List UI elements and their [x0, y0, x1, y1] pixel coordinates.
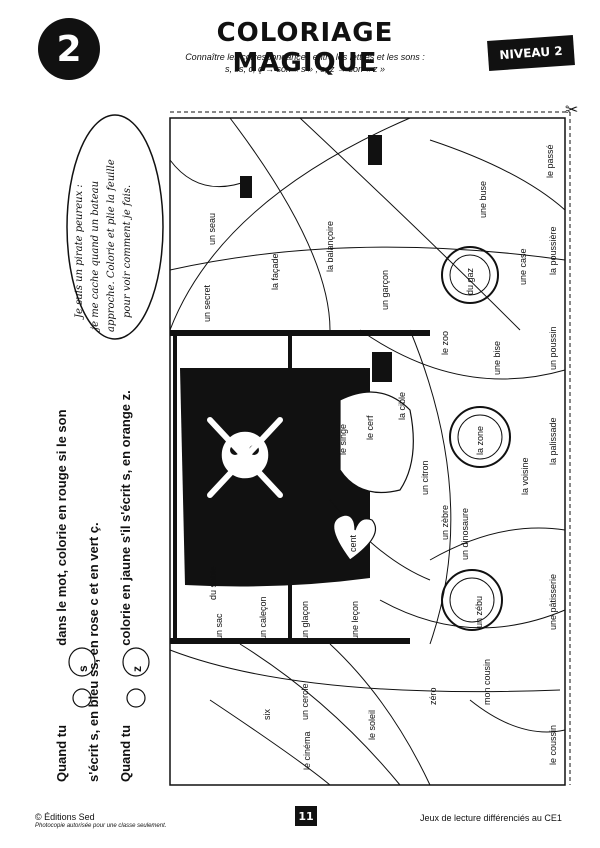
- speech-line-1: Je suis un pirate peureux :: [74, 184, 85, 318]
- word-cent: cent: [348, 534, 358, 552]
- word-le-singe: le singe: [338, 423, 348, 455]
- word-un-citron: un citron: [420, 460, 430, 495]
- word-un-sac: un sac: [214, 613, 224, 640]
- word-du-gaz: du gaz: [465, 267, 475, 295]
- level-tag: NIVEAU 2: [487, 35, 575, 71]
- word-un-seau: un seau: [207, 212, 217, 245]
- publisher: © Éditions Sed: [35, 812, 95, 822]
- word-la-palissade: la palissade: [548, 417, 558, 465]
- page-title: COLORIAGE MAGIQUE: [216, 18, 394, 78]
- speech-line-4: pour voir comment je fais.: [122, 184, 133, 318]
- word-la-cible: la cible: [397, 391, 407, 420]
- speech-line-3: approche. Colorie et plie la feuille: [106, 159, 117, 332]
- word-un-zebu: un zébu: [474, 595, 484, 628]
- word-le-soleil: le soleil: [367, 709, 377, 740]
- instruction-line-3a: Quand tu: [118, 724, 133, 782]
- scissors-icon: ✂: [565, 100, 579, 119]
- word-la-facade: la façade: [270, 253, 280, 290]
- word-la-voisine: la voisine: [520, 457, 530, 495]
- word-la-zone: la zone: [475, 425, 485, 455]
- word-un-secret: un secret: [202, 284, 212, 322]
- instruction-line-3b: colorie en jaune s'il s'écrit s, en oran…: [118, 390, 133, 646]
- word-une-buse: une buse: [478, 180, 488, 218]
- word-une-patisserie: une pâtisserie: [548, 573, 558, 630]
- speech-line-2: je me cache quand un bateau: [90, 180, 101, 330]
- word-le-zoo: le zoo: [440, 330, 450, 355]
- instruction-line-1: Quand tu dans le mot, colorie en rouge s…: [54, 409, 69, 782]
- word-une-lecon: une leçon: [350, 600, 360, 640]
- word-un-zebre: un zèbre: [440, 504, 450, 540]
- word-le-passe: le passé: [545, 144, 555, 178]
- word-un-garcon: un garçon: [380, 269, 390, 310]
- word-mon-cousin: mon cousin: [482, 658, 492, 705]
- word-six: six: [262, 709, 272, 720]
- series-title: Jeux de lecture différenciés au CE1: [420, 813, 562, 823]
- word-du-sable: du sable: [208, 565, 218, 600]
- word-un-calecon: un caleçon: [258, 596, 268, 640]
- instruction-line-3: Quand tu colorie en jaune s'il s'écrit s…: [118, 390, 133, 782]
- word-le-cinema: le cinéma: [302, 731, 312, 770]
- instruction-line-2: s'écrit s, en bleu ss, en rose c et en v…: [86, 522, 101, 782]
- instruction-line-1a: Quand tu: [54, 724, 69, 782]
- copy-note: Photocopie autorisée pour une classe seu…: [35, 823, 167, 829]
- word-une-case: une case: [518, 248, 528, 285]
- sheet-number-badge: 2: [38, 18, 100, 80]
- word-la-poussiere: la poussière: [548, 226, 558, 275]
- word-le-cerf: le cerf: [365, 415, 375, 440]
- bubble-z: z: [130, 666, 144, 672]
- page-subtitle-2: s, ss, c, ç → son « s » ; s, z → son « z…: [224, 64, 386, 74]
- word-une-bise: une bise: [492, 340, 502, 375]
- word-un-dinosaure: un dinosaure: [460, 507, 470, 560]
- word-le-coussin: le coussin: [548, 724, 558, 765]
- instruction-line-1b: dans le mot, colorie en rouge si le son: [54, 409, 69, 646]
- word-un-cercle: un cercle: [300, 683, 310, 720]
- word-la-balancoire: la balançoire: [325, 220, 335, 272]
- word-zero: zéro: [428, 687, 438, 705]
- page-number: 11: [295, 806, 317, 826]
- word-un-glacon: un glaçon: [300, 600, 310, 640]
- word-un-poussin: un poussin: [548, 326, 558, 370]
- page-subtitle: Connaître les correspondances entre les …: [185, 52, 425, 62]
